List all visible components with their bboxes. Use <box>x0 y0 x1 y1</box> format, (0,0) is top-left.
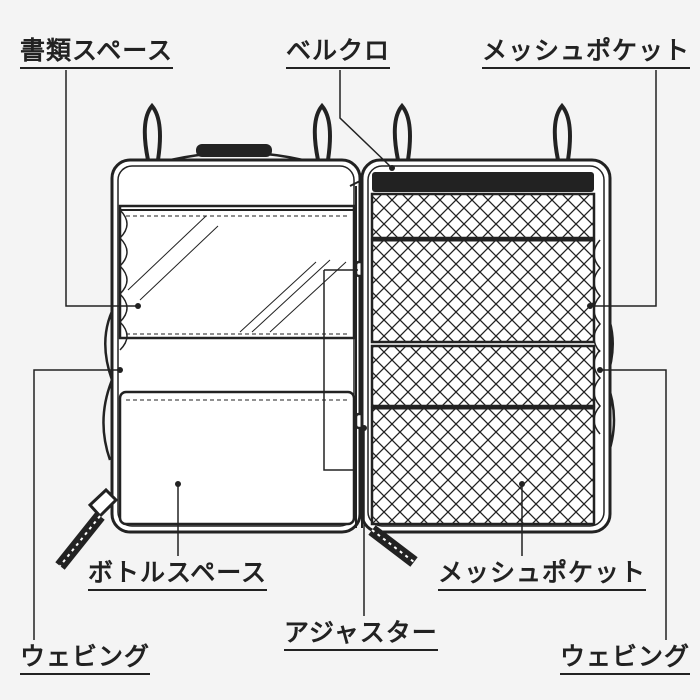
label-adjuster-text: アジャスター <box>284 618 438 651</box>
label-velcro-text: ベルクロ <box>286 36 391 69</box>
leader-lines <box>33 70 667 640</box>
label-adjuster: アジャスター <box>284 618 438 651</box>
right-panel <box>360 102 616 567</box>
label-bottle-space-text: ボトルスペース <box>88 558 268 591</box>
label-mesh-pocket-bottom: メッシュポケット <box>438 558 647 591</box>
label-document-space-text: 書類スペース <box>20 36 174 69</box>
label-bottle-space: ボトルスペース <box>88 558 268 591</box>
label-mesh-pocket-bottom-text: メッシュポケット <box>438 558 647 591</box>
left-panel <box>55 102 362 570</box>
label-webbing-left-text: ウェビング <box>20 642 151 675</box>
label-webbing-left: ウェビング <box>20 642 151 675</box>
label-mesh-pocket-top: メッシュポケット <box>482 36 691 69</box>
label-mesh-pocket-top-text: メッシュポケット <box>482 36 691 69</box>
label-velcro: ベルクロ <box>286 36 391 69</box>
label-webbing-right-text: ウェビング <box>560 642 691 675</box>
label-webbing-right: ウェビング <box>560 642 691 675</box>
label-document-space: 書類スペース <box>20 36 174 69</box>
